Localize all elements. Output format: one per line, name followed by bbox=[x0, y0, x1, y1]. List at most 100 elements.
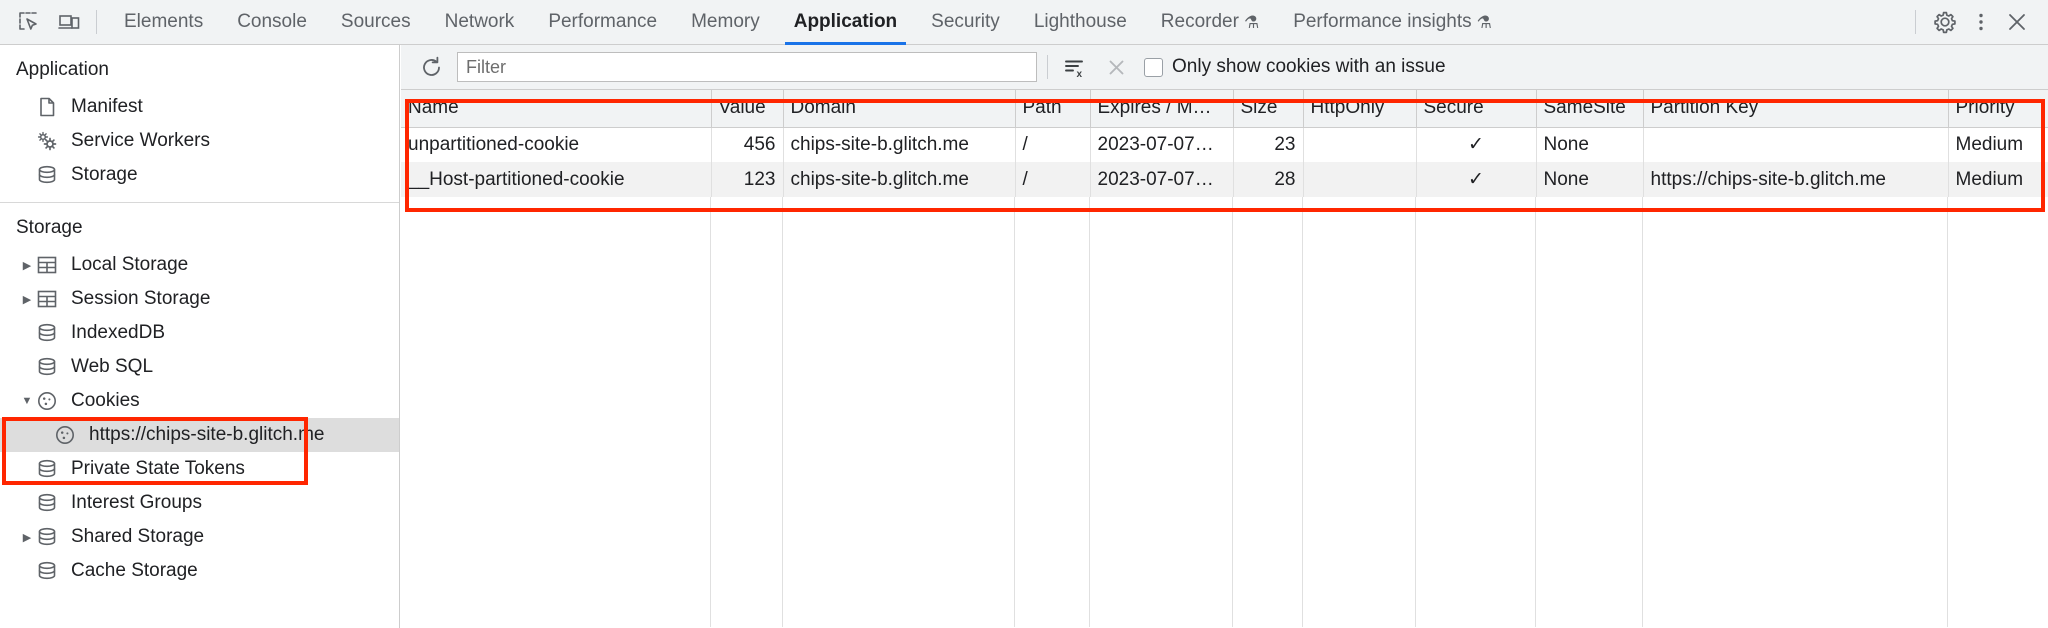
database-icon bbox=[36, 526, 63, 548]
column-header-value[interactable]: Value bbox=[711, 90, 784, 128]
cell-secure: ✓ bbox=[1416, 127, 1537, 162]
sidebar-item-service-workers[interactable]: ▶Service Workers bbox=[0, 124, 399, 158]
sidebar-item-interest-groups[interactable]: ▶Interest Groups bbox=[0, 486, 399, 520]
cell-path: / bbox=[1015, 127, 1091, 162]
cell-partition-key bbox=[1643, 127, 1949, 162]
tab-label: Network bbox=[444, 11, 515, 32]
tab-performance[interactable]: Performance bbox=[531, 0, 674, 45]
cell-httponly bbox=[1303, 162, 1417, 197]
sidebar-application-items: ▶Manifest▶Service Workers▶Storage bbox=[0, 90, 399, 192]
svg-text:x: x bbox=[1076, 69, 1082, 79]
refresh-icon[interactable] bbox=[415, 51, 447, 83]
empty-column-divider bbox=[1015, 197, 1090, 627]
checkbox-box[interactable] bbox=[1144, 57, 1163, 77]
application-sidebar: Application ▶Manifest▶Service Workers▶St… bbox=[0, 45, 400, 628]
column-header-partition-key[interactable]: Partition Key bbox=[1643, 90, 1949, 128]
delete-selected-cookie-icon[interactable] bbox=[1100, 51, 1132, 83]
tab-security[interactable]: Security bbox=[914, 0, 1017, 45]
tab-recorder[interactable]: Recorder⚗ bbox=[1144, 0, 1276, 45]
device-toolbar-icon[interactable] bbox=[52, 5, 86, 39]
cell-expires: 2023-07-07… bbox=[1090, 127, 1234, 162]
settings-gear-icon[interactable] bbox=[1928, 5, 1962, 39]
tab-lighthouse[interactable]: Lighthouse bbox=[1017, 0, 1144, 45]
chevron-right-icon[interactable]: ▶ bbox=[22, 293, 32, 306]
table-empty-grid bbox=[401, 197, 2048, 627]
sidebar-item-local-storage[interactable]: ▶ Local Storage bbox=[0, 248, 399, 282]
sidebar-item-label: Private State Tokens bbox=[71, 458, 245, 479]
column-header-name[interactable]: Name bbox=[401, 90, 712, 128]
tab-memory[interactable]: Memory bbox=[674, 0, 777, 45]
chevron-right-icon[interactable]: ▶ bbox=[22, 259, 32, 272]
experimental-flask-icon: ⚗ bbox=[1243, 12, 1260, 32]
tabbar-left-icons bbox=[0, 5, 86, 39]
column-header-priority[interactable]: Priority bbox=[1948, 90, 2048, 128]
more-options-icon[interactable] bbox=[1964, 5, 1998, 39]
sidebar-item-https-chips-site-b-glitch-me[interactable]: ▶https://chips-site-b.glitch.me bbox=[0, 418, 399, 452]
cookie-icon bbox=[54, 424, 81, 446]
tab-label: Lighthouse bbox=[1033, 11, 1127, 32]
empty-column-divider bbox=[711, 197, 783, 627]
chevron-right-icon[interactable]: ▶ bbox=[22, 531, 32, 544]
sidebar-item-manifest[interactable]: ▶Manifest bbox=[0, 90, 399, 124]
chevron-down-icon[interactable]: ▼ bbox=[21, 395, 33, 407]
sidebar-item-session-storage[interactable]: ▶Session Storage bbox=[0, 282, 399, 316]
sidebar-item-label: Shared Storage bbox=[71, 526, 205, 547]
database-icon bbox=[36, 356, 63, 378]
column-header-httponly[interactable]: HttpOnly bbox=[1303, 90, 1417, 128]
sidebar-divider bbox=[0, 202, 399, 203]
sidebar-item-label: Web SQL bbox=[71, 356, 154, 377]
close-devtools-icon[interactable] bbox=[2000, 5, 2034, 39]
cookies-panel: x Only show cookies with an issue NameVa… bbox=[401, 45, 2048, 628]
sidebar-item-label: Local Storage bbox=[71, 254, 189, 275]
cell-priority: Medium bbox=[1948, 162, 2048, 197]
sidebar-item-storage[interactable]: ▶Storage bbox=[0, 158, 399, 192]
search-input[interactable] bbox=[457, 52, 1037, 82]
tabbar-right-divider bbox=[1915, 10, 1916, 34]
tab-sources[interactable]: Sources bbox=[324, 0, 428, 45]
tab-elements[interactable]: Elements bbox=[107, 0, 220, 45]
tab-network[interactable]: Network bbox=[428, 0, 532, 45]
cookie-icon bbox=[36, 390, 63, 412]
column-header-expires-m[interactable]: Expires / M… bbox=[1090, 90, 1234, 128]
sidebar-item-label: Cache Storage bbox=[71, 560, 198, 581]
table-grid-icon bbox=[36, 288, 63, 310]
tab-performance-insights[interactable]: Performance insights⚗ bbox=[1276, 0, 1509, 45]
tab-label: Application bbox=[793, 11, 898, 32]
column-header-samesite[interactable]: SameSite bbox=[1536, 90, 1644, 128]
sidebar-item-indexeddb[interactable]: ▶IndexedDB bbox=[0, 316, 399, 350]
sidebar-item-web-sql[interactable]: ▶Web SQL bbox=[0, 350, 399, 384]
sidebar-item-label: IndexedDB bbox=[71, 322, 166, 343]
cookies-filter-toolbar: x Only show cookies with an issue bbox=[401, 45, 2048, 90]
tab-console[interactable]: Console bbox=[220, 0, 324, 45]
clear-all-cookies-icon[interactable]: x bbox=[1058, 51, 1090, 83]
sidebar-item-private-state-tokens[interactable]: ▶Private State Tokens bbox=[0, 452, 399, 486]
cell-priority: Medium bbox=[1948, 127, 2048, 162]
column-header-path[interactable]: Path bbox=[1015, 90, 1091, 128]
sidebar-item-cookies[interactable]: ▼Cookies bbox=[0, 384, 399, 418]
sidebar-item-shared-storage[interactable]: ▶ Shared Storage bbox=[0, 520, 399, 554]
sidebar-item-cache-storage[interactable]: ▶Cache Storage bbox=[0, 554, 399, 588]
tab-application[interactable]: Application bbox=[777, 0, 914, 45]
column-header-secure[interactable]: Secure bbox=[1416, 90, 1537, 128]
tabbar-right-icons bbox=[1905, 5, 2048, 39]
table-grid-icon bbox=[36, 254, 63, 276]
tab-label: Performance bbox=[548, 11, 658, 32]
sidebar-item-label: Storage bbox=[71, 164, 138, 185]
cell-domain: chips-site-b.glitch.me bbox=[783, 127, 1016, 162]
column-header-size[interactable]: Size bbox=[1233, 90, 1304, 128]
inspect-element-icon[interactable] bbox=[12, 5, 46, 39]
column-header-domain[interactable]: Domain bbox=[783, 90, 1016, 128]
cell-name: __Host-partitioned-cookie bbox=[401, 162, 712, 197]
only-show-issues-checkbox[interactable]: Only show cookies with an issue bbox=[1144, 56, 1446, 78]
cell-samesite: None bbox=[1536, 127, 1644, 162]
database-icon bbox=[36, 560, 63, 582]
document-icon bbox=[36, 96, 63, 118]
cell-value: 123 bbox=[711, 162, 784, 197]
sidebar-storage-items: ▶Local Storage▶Session Storage▶IndexedDB… bbox=[0, 248, 399, 588]
